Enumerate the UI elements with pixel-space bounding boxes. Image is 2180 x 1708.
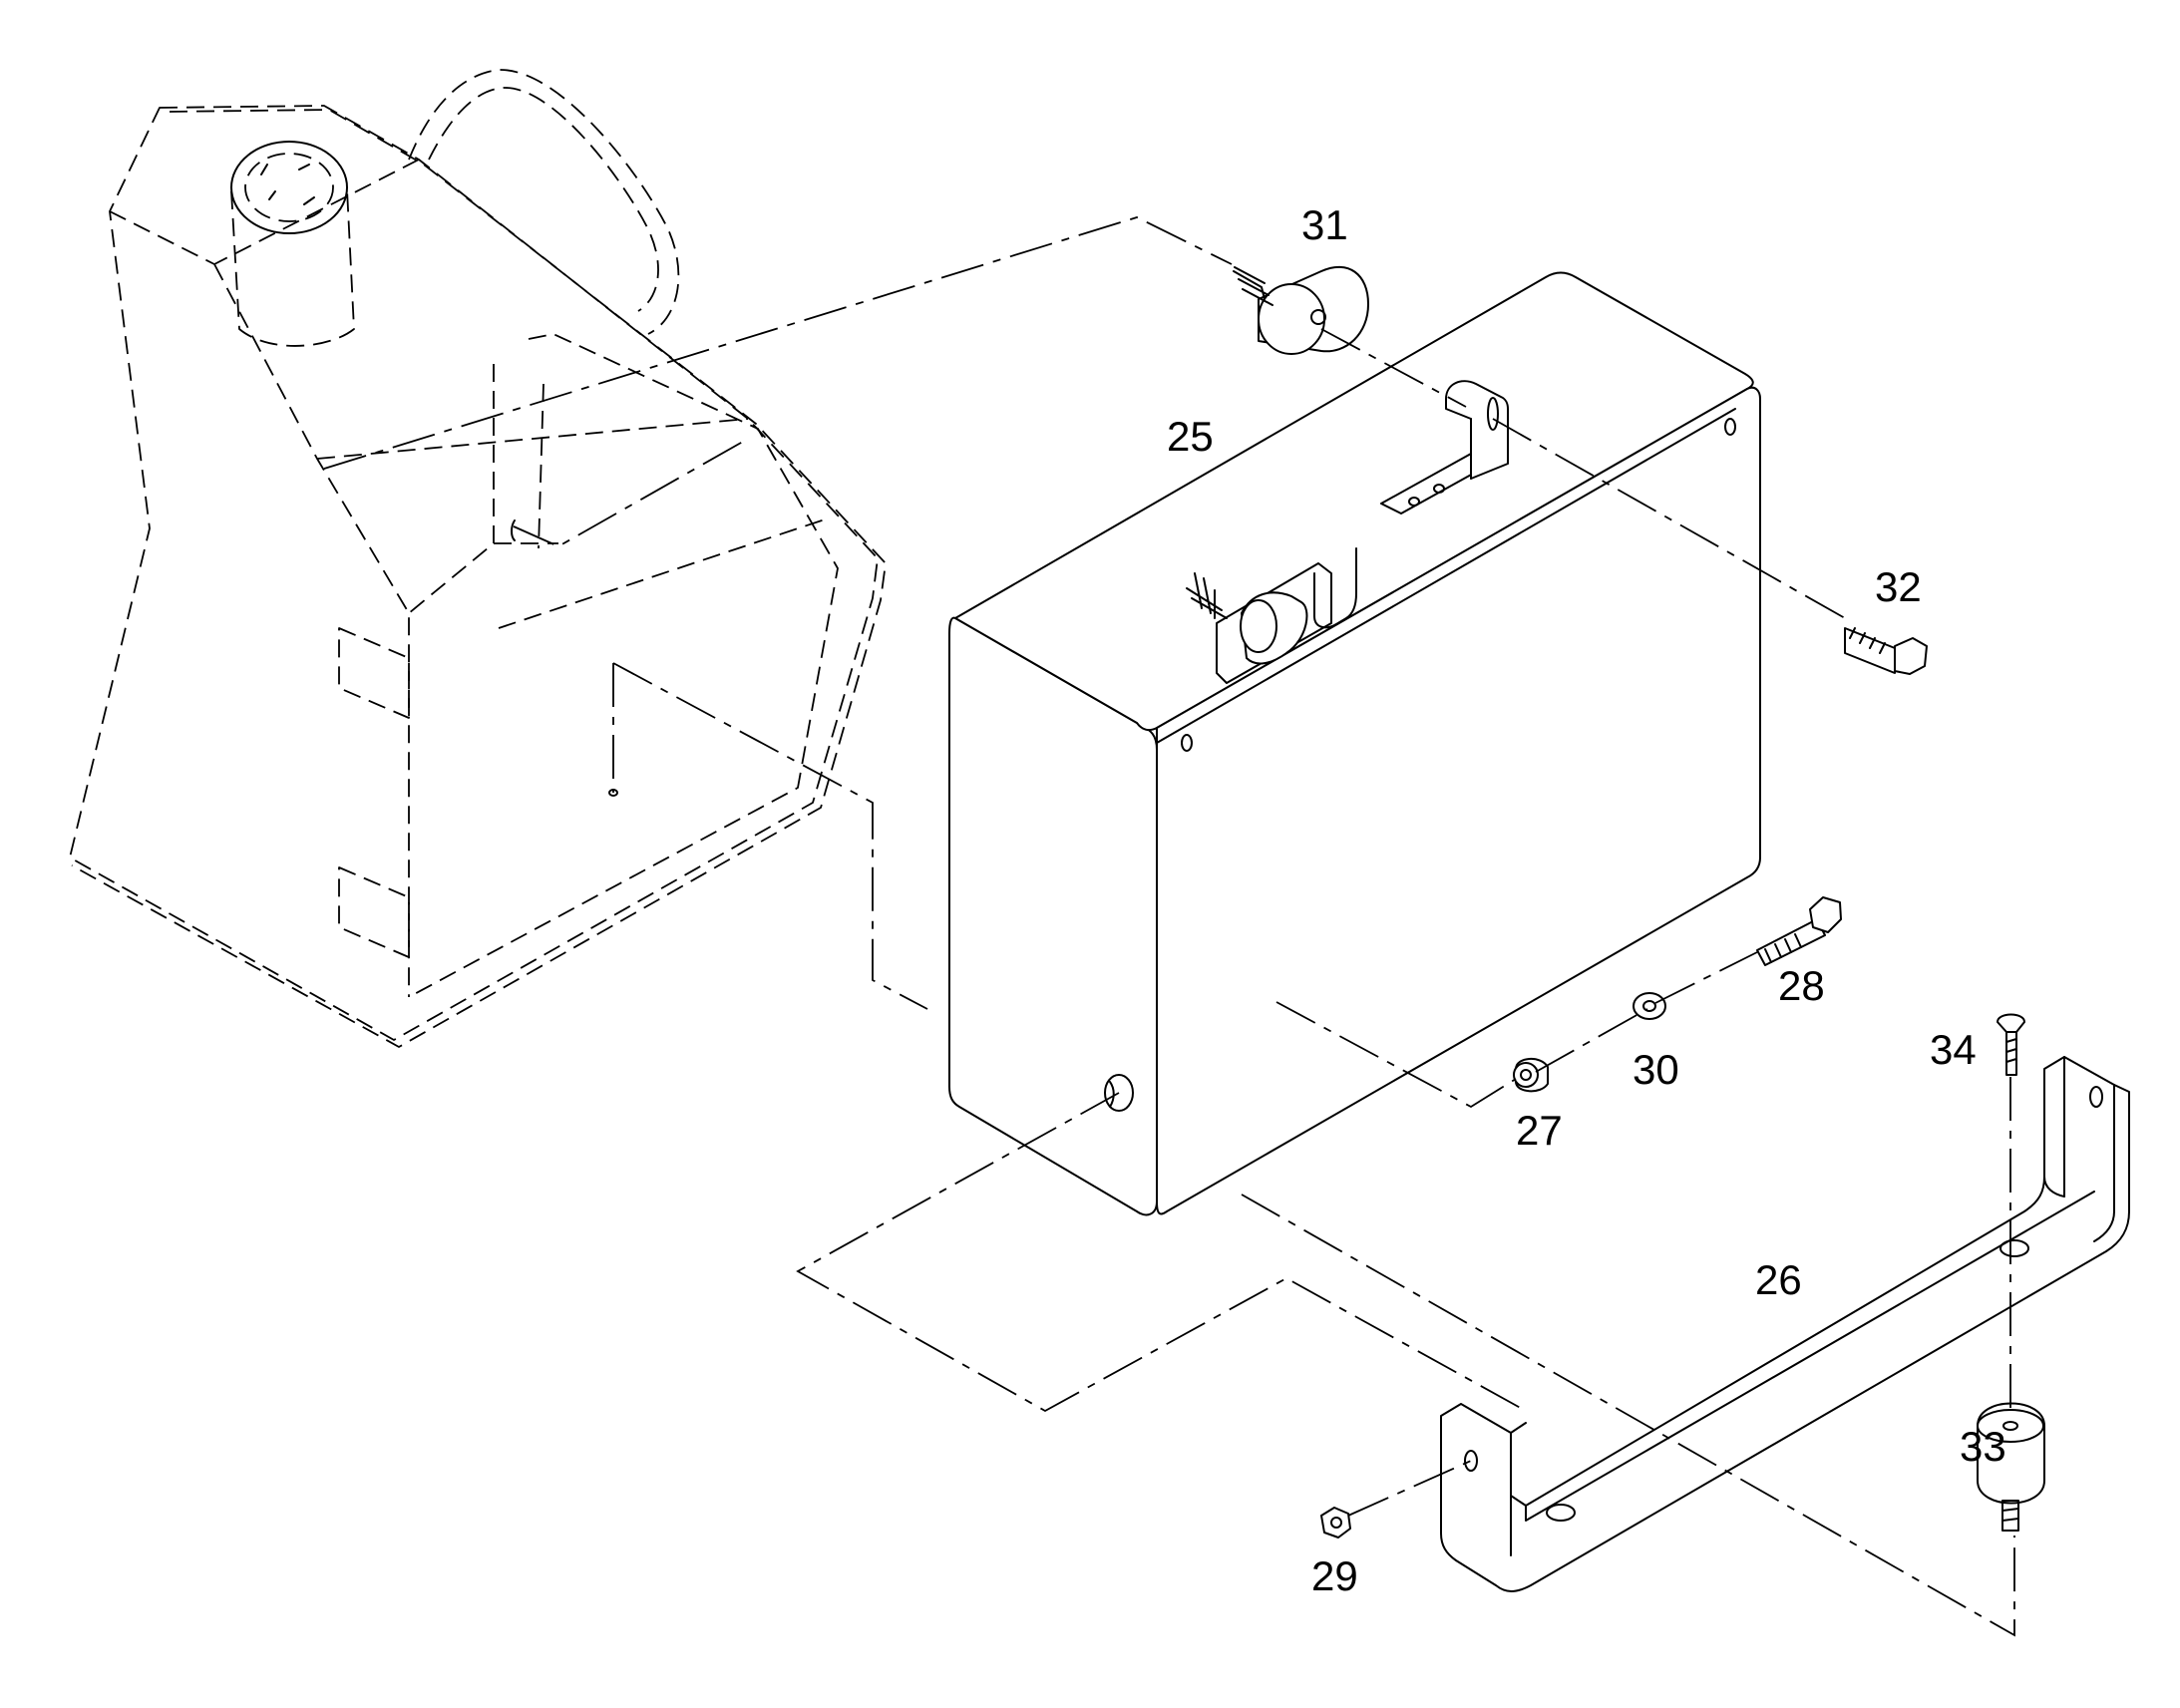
label-25: 25 — [1167, 413, 1214, 460]
part-33-rubber-mount — [1977, 1402, 2045, 1532]
part-26-u-bracket — [1440, 1056, 2130, 1592]
label-33: 33 — [1960, 1423, 2006, 1470]
label-26: 26 — [1755, 1256, 1802, 1303]
part-25-box — [948, 271, 1761, 1216]
part-34-screw — [1997, 1013, 2025, 1076]
part-27-spacer — [1513, 1058, 1549, 1093]
part-29-nut — [1320, 1507, 1351, 1538]
label-28: 28 — [1778, 962, 1825, 1009]
part-30-washer — [1633, 992, 1666, 1020]
label-30: 30 — [1633, 1046, 1679, 1093]
assembly-centre-lines — [323, 216, 2015, 1637]
phantom-tank-housing — [69, 69, 887, 1048]
callout-labels: 25 26 27 28 29 30 31 32 33 34 — [1167, 201, 2006, 1599]
label-32: 32 — [1875, 563, 1922, 610]
label-29: 29 — [1311, 1552, 1358, 1599]
label-34: 34 — [1930, 1026, 1977, 1073]
label-27: 27 — [1516, 1107, 1563, 1154]
label-31: 31 — [1301, 201, 1348, 248]
part-31-rubber-mount — [1233, 265, 1369, 355]
part-32-bolt — [1844, 627, 1928, 675]
part-28-bolt — [1756, 896, 1842, 966]
